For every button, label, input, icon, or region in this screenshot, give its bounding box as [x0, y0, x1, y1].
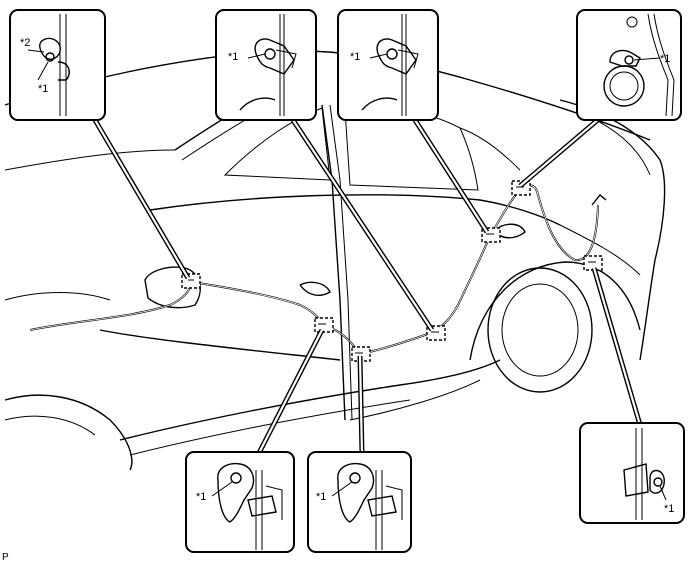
label-part-1: *1: [664, 503, 674, 515]
callout-leaders: [92, 116, 643, 457]
clip-marker-rear-fender: [583, 255, 603, 271]
label-part-1: *1: [350, 51, 360, 63]
inset-rocker-front-clip: *1: [185, 451, 295, 553]
label-part-1: *1: [316, 491, 326, 503]
label-part-1: *1: [228, 51, 238, 63]
clip-marker-rocker-front: [314, 317, 334, 333]
inset-rocker-rear-clip: *1: [307, 451, 412, 553]
inset-b-pillar-clip: *1: [215, 9, 317, 121]
page-mark: P: [2, 552, 9, 563]
label-part-1: *1: [38, 83, 48, 95]
inset-trunk-clip: *1: [576, 9, 682, 121]
inset-front-door-clip: *2 *1: [9, 9, 106, 121]
label-part-1: *1: [660, 53, 670, 65]
label-part-2: *2: [20, 37, 30, 49]
inset-rear-door-clip: *1: [337, 9, 439, 121]
inset-rear-fender-clip: *1: [579, 422, 685, 524]
label-part-1: *1: [196, 491, 206, 503]
